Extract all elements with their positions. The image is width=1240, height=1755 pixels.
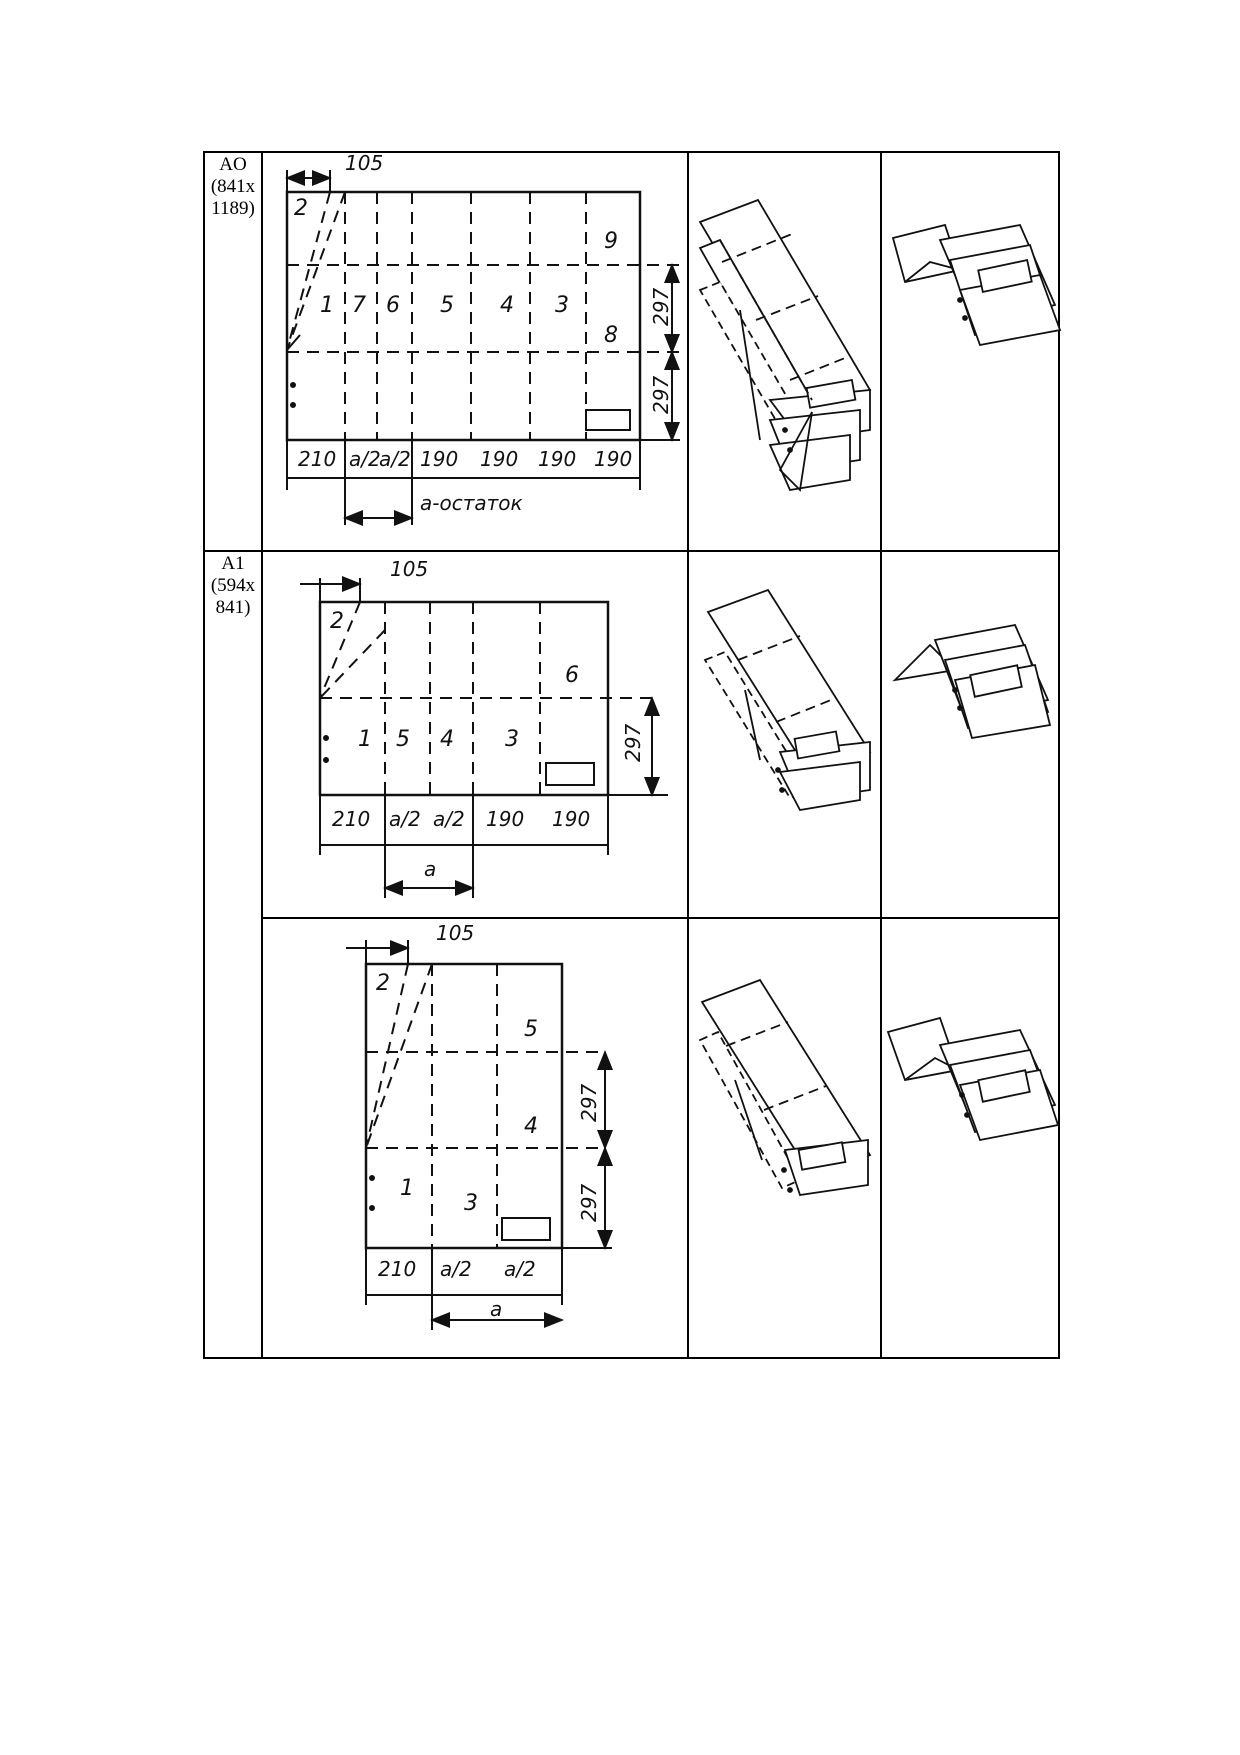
format-label-a1: A1 (594x 841) xyxy=(205,553,261,619)
dim-label: 297 xyxy=(621,724,645,762)
panel-number: 2 xyxy=(330,609,344,634)
dim-label: 297 xyxy=(577,1184,601,1222)
column-divider-3 xyxy=(880,151,882,1359)
panel-number: 1 xyxy=(400,1176,414,1201)
row-divider-2 xyxy=(261,917,1060,919)
format-size: 841) xyxy=(215,597,251,618)
panel-number: 1 xyxy=(358,727,372,752)
table-border-bottom xyxy=(203,1357,1060,1359)
panel-number: 2 xyxy=(294,196,308,221)
panel-number: 8 xyxy=(604,323,618,348)
dim-label: a xyxy=(490,1297,502,1321)
folded-sheet-a0-perspective xyxy=(698,198,872,492)
sheet-diagram-a1-first-labels: 105 2 1 5 4 3 6 297 210 a/2 a/2 190 190 … xyxy=(330,557,645,881)
dim-label: 210 xyxy=(298,447,336,471)
dim-label: 105 xyxy=(390,557,428,581)
table-border-right xyxy=(1058,151,1060,1359)
dim-label: 190 xyxy=(420,447,458,471)
panel-number: 5 xyxy=(524,1017,538,1042)
dim-label: 297 xyxy=(649,376,673,414)
column-divider-1 xyxy=(261,151,263,1359)
panel-number: 6 xyxy=(386,293,400,318)
format-size: (841x xyxy=(210,176,256,197)
dim-label: a/2 xyxy=(504,1257,536,1281)
table-border-left xyxy=(203,151,205,1359)
panel-number: 1 xyxy=(320,293,334,318)
sheet-diagram-a1-first xyxy=(300,576,668,898)
panel-number: 5 xyxy=(440,293,454,318)
dim-label: 210 xyxy=(332,807,370,831)
sheet-diagram-a1-second-labels: 105 2 1 3 5 4 297 297 210 a/2 a/2 a xyxy=(376,921,601,1321)
column-divider-2 xyxy=(687,151,689,1359)
folded-sheet-a1-first-perspective xyxy=(703,588,872,811)
panel-number: 4 xyxy=(440,727,454,752)
dim-label: 105 xyxy=(345,151,383,175)
panel-number: 3 xyxy=(505,727,519,752)
dim-label: 297 xyxy=(577,1084,601,1122)
dim-label: a-остаток xyxy=(420,491,523,515)
dim-label: a/2 xyxy=(433,807,465,831)
panel-number: 3 xyxy=(464,1191,478,1216)
panel-number: 4 xyxy=(500,293,514,318)
folded-packet-a0 xyxy=(891,223,1062,347)
dim-label: 297 xyxy=(649,288,673,326)
sheet-diagram-a1-second xyxy=(346,940,613,1330)
dim-label: 190 xyxy=(486,807,524,831)
format-code: A1 xyxy=(221,553,245,574)
dim-label: 190 xyxy=(594,447,632,471)
sheet-diagram-a0 xyxy=(285,170,680,526)
folded-sheet-a1-second-perspective xyxy=(698,978,872,1197)
panel-number: 5 xyxy=(396,727,410,752)
format-size: 1189) xyxy=(211,198,255,219)
folded-packet-a1-second xyxy=(886,1016,1060,1142)
panel-number: 2 xyxy=(376,971,390,996)
dim-label: a xyxy=(424,857,436,881)
format-code: AO xyxy=(219,154,247,175)
row-divider-1 xyxy=(203,550,1060,552)
dim-label: a/2 xyxy=(389,807,421,831)
dim-label: 190 xyxy=(552,807,590,831)
dim-label: 105 xyxy=(436,921,474,945)
panel-number: 4 xyxy=(524,1114,538,1139)
panel-number: 3 xyxy=(555,293,569,318)
dim-label: a/2 xyxy=(440,1257,472,1281)
dim-label: 210 xyxy=(378,1257,416,1281)
panel-number: 6 xyxy=(565,663,579,688)
format-size: (594x xyxy=(210,575,256,596)
folded-packet-a1-first xyxy=(892,623,1052,740)
dim-label: a/2 xyxy=(379,447,411,471)
sheet-diagram-a0-labels: 105 2 1 7 6 5 4 3 9 8 297 297 210 a/2 a/… xyxy=(294,151,673,515)
dim-label: a/2 xyxy=(349,447,381,471)
panel-number: 7 xyxy=(352,293,366,318)
format-label-a0: AO (841x 1189) xyxy=(205,154,261,220)
dim-label: 190 xyxy=(538,447,576,471)
dim-label: 190 xyxy=(480,447,518,471)
panel-number: 9 xyxy=(604,229,618,254)
table-border-top xyxy=(203,151,1060,153)
